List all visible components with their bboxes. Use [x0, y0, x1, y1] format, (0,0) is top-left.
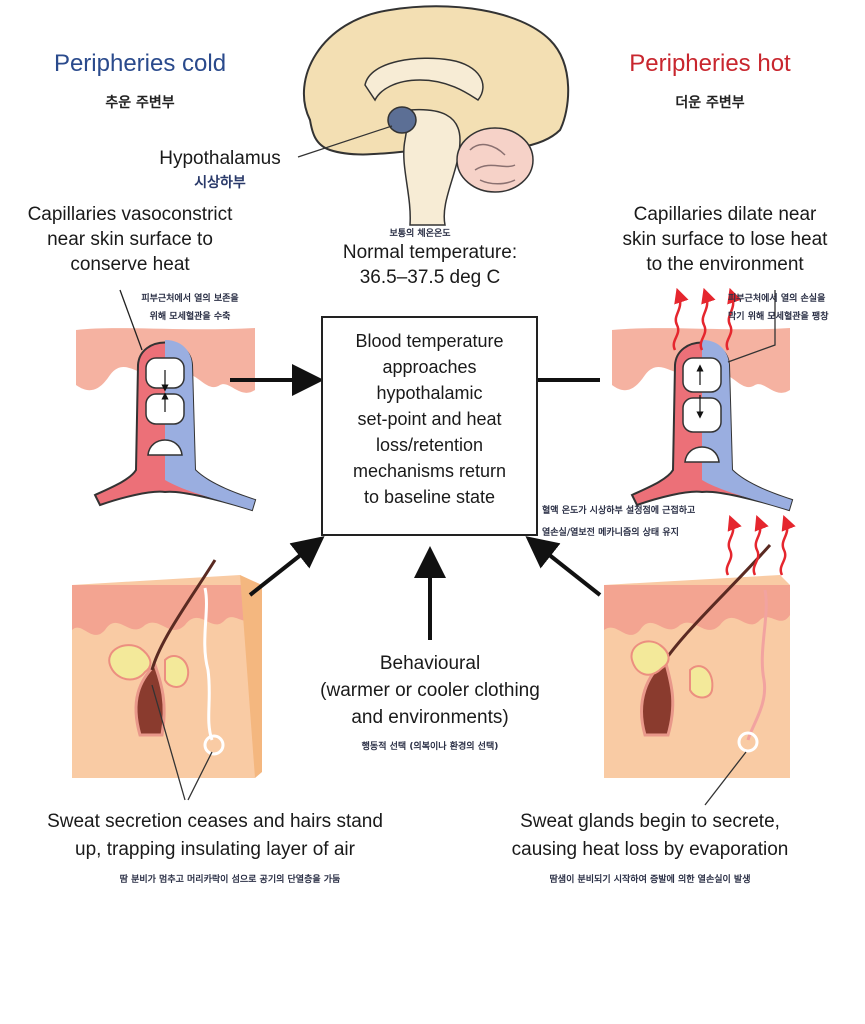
- capillary-pointer: [727, 290, 776, 363]
- sebaceous-gland: [108, 644, 152, 681]
- box-line: approaches: [382, 357, 477, 377]
- cold-title: Peripheries cold: [53, 50, 227, 77]
- cerebellum: [456, 127, 534, 193]
- blood-temperature-box: Blood temperature approaches hypothalami…: [321, 316, 538, 536]
- hot-capillary-label: Capillaries dilate near skin surface to …: [590, 202, 860, 277]
- brain-illustration: [297, 5, 570, 226]
- ko-line: 혈액 온도가 시상하부 설정점에 근접하고: [542, 506, 696, 516]
- normal-temp-range: 36.5–37.5 deg C: [359, 267, 501, 288]
- ko-line: 피부근처에서 열의 보존을: [141, 294, 239, 304]
- label-line: causing heat loss by evaporation: [511, 839, 789, 860]
- hypothalamus-region: [387, 106, 417, 134]
- behavioural-ko: 행동적 선택 (의복이나 환경의 선택): [361, 742, 499, 752]
- cold-capillary-label: Capillaries vasoconstrict near skin surf…: [0, 202, 260, 277]
- arrow-right-skin-to-center: [525, 536, 602, 597]
- hypothalamus-label: Hypothalamus: [159, 148, 281, 169]
- sebaceous-gland: [689, 665, 714, 699]
- label-line: (warmer or cooler clothing: [320, 680, 540, 701]
- hot-capillary-ko: 피부근처에서 열의 손실을 막기 위해 모세혈관을 팽창: [728, 290, 865, 326]
- label-line: near skin surface to: [47, 229, 213, 250]
- corpus-callosum: [364, 57, 484, 102]
- box-line: loss/retention: [375, 435, 484, 455]
- heat-arrow: [672, 287, 689, 351]
- normal-temperature-label: Normal temperature: 36.5–37.5 deg C: [300, 240, 560, 290]
- label-line: Capillaries vasoconstrict: [27, 204, 233, 225]
- normal-temp-line: Normal temperature:: [342, 242, 518, 263]
- blood-temperature-ko: 혈액 온도가 시상하부 설정점에 근접하고 열손실/열보전 메카니즘의 상태 유…: [542, 500, 772, 544]
- hot-title: Peripheries hot: [629, 50, 791, 77]
- heat-arrow: [725, 514, 742, 576]
- ko-line: 피부근처에서 열의 손실을: [728, 294, 826, 304]
- right-skin-block: [604, 514, 796, 806]
- sebaceous-gland: [164, 655, 190, 688]
- left-capillary-illustration: [76, 289, 257, 512]
- cold-title-ko: 추운 주변부: [105, 95, 175, 111]
- ko-line: 막기 위해 모세혈관을 팽창: [728, 312, 829, 322]
- label-line: Behavioural: [379, 653, 481, 674]
- label-line: Capillaries dilate near: [633, 204, 817, 225]
- cold-sweat-ko: 땀 분비가 멈추고 머리카락이 섬으로 공기의 단열층을 가둠: [119, 875, 341, 885]
- brainstem: [403, 108, 461, 226]
- hypothalamus-pointer: [297, 125, 393, 158]
- capillary-pointer: [119, 289, 143, 351]
- sweat-gland: [203, 734, 225, 756]
- heat-arrow: [752, 514, 769, 576]
- cold-capillary-ko: 피부근처에서 열의 보존을 위해 모세혈관을 수축: [120, 290, 260, 326]
- ko-line: 열손실/열보전 메카니즘의 상태 유지: [542, 528, 679, 538]
- label-line: and environments): [351, 707, 509, 728]
- box-line: to baseline state: [363, 487, 496, 507]
- sweat-duct: [203, 587, 214, 741]
- hot-title-ko: 더운 주변부: [675, 95, 745, 111]
- hair-shaft: [150, 559, 217, 671]
- heat-arrow: [779, 514, 796, 576]
- heat-arrow: [725, 287, 742, 351]
- flow-arrows: [230, 364, 602, 640]
- hot-sweat-label: Sweat glands begin to secrete, causing h…: [470, 808, 830, 864]
- behavioural-label: Behavioural (warmer or cooler clothing a…: [290, 650, 570, 731]
- hot-sweat-ko: 땀샘이 분비되기 시작하여 증발에 의한 열손실이 발생: [549, 875, 751, 885]
- box-line: set-point and heat: [357, 409, 502, 429]
- box-line: hypothalamic: [376, 383, 483, 403]
- label-line: up, trapping insulating layer of air: [75, 839, 355, 860]
- sebaceous-gland: [630, 640, 670, 676]
- label-line: conserve heat: [70, 254, 190, 275]
- sweat-gland: [737, 731, 759, 753]
- label-line: Sweat secretion ceases and hairs stand: [47, 811, 383, 832]
- ko-line: 위해 모세혈관을 수축: [149, 312, 231, 322]
- hypothalamus-ko: 시상하부: [194, 175, 246, 191]
- label-line: skin surface to lose heat: [622, 229, 828, 250]
- label-line: Sweat glands begin to secrete,: [520, 811, 780, 832]
- box-line: mechanisms return: [352, 461, 507, 481]
- sweat-duct: [746, 589, 768, 741]
- label-line: to the environment: [646, 254, 804, 275]
- box-line: Blood temperature: [355, 331, 504, 351]
- normal-temp-ko: 보통의 체온온도: [389, 229, 451, 239]
- heat-arrow: [699, 287, 716, 351]
- cold-sweat-label: Sweat secretion ceases and hairs stand u…: [0, 808, 430, 864]
- arrow-left-skin-to-center: [248, 536, 325, 597]
- right-capillary-illustration: [612, 287, 794, 512]
- left-skin-block: [72, 559, 262, 801]
